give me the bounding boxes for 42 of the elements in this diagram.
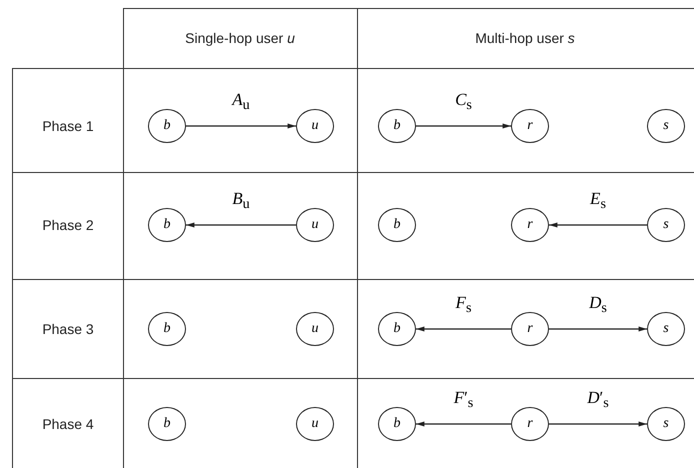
node-circle: u (296, 109, 334, 143)
arrow (549, 222, 647, 228)
arrow (416, 123, 511, 129)
node-circle: r (511, 208, 549, 242)
edge-label: E$_{s}$ (590, 188, 606, 214)
row-header: Phase 3 (42, 321, 94, 337)
node-circle: u (296, 407, 334, 441)
edge-label: F′$_{s}$ (454, 388, 474, 412)
arrow (186, 123, 296, 129)
node-circle: s (647, 312, 685, 346)
node-circle: b (378, 109, 416, 143)
arrow (549, 326, 647, 332)
edge-label: C$_{s}$ (455, 90, 472, 114)
node-circle: b (148, 312, 186, 346)
edge-label: F$_{s}$ (456, 292, 472, 318)
node-circle: b (148, 407, 186, 441)
node-circle: b (378, 407, 416, 441)
edge-label: D$_{s}$ (589, 292, 607, 318)
edge-label: D′$_{s}$ (587, 388, 609, 412)
row-header: Phase 4 (42, 416, 94, 432)
node-circle: s (647, 208, 685, 242)
node-circle: b (378, 208, 416, 242)
column-header: Multi-hop user s (475, 30, 575, 46)
node-circle: s (647, 109, 685, 143)
arrow (416, 421, 511, 427)
row-header: Phase 1 (42, 118, 94, 134)
node-circle: r (511, 109, 549, 143)
edge-label: B$_{u}$ (232, 188, 250, 214)
node-circle: u (296, 208, 334, 242)
node-circle: r (511, 312, 549, 346)
node-circle: b (378, 312, 416, 346)
node-circle: b (148, 109, 186, 143)
arrow (549, 421, 647, 427)
row-header: Phase 2 (42, 217, 94, 233)
node-circle: b (148, 208, 186, 242)
column-header: Single-hop user u (185, 30, 295, 46)
arrow (186, 222, 296, 228)
edge-label: A$_{u}$ (232, 90, 250, 114)
node-circle: r (511, 407, 549, 441)
node-circle: s (647, 407, 685, 441)
arrow (416, 326, 511, 332)
node-circle: u (296, 312, 334, 346)
